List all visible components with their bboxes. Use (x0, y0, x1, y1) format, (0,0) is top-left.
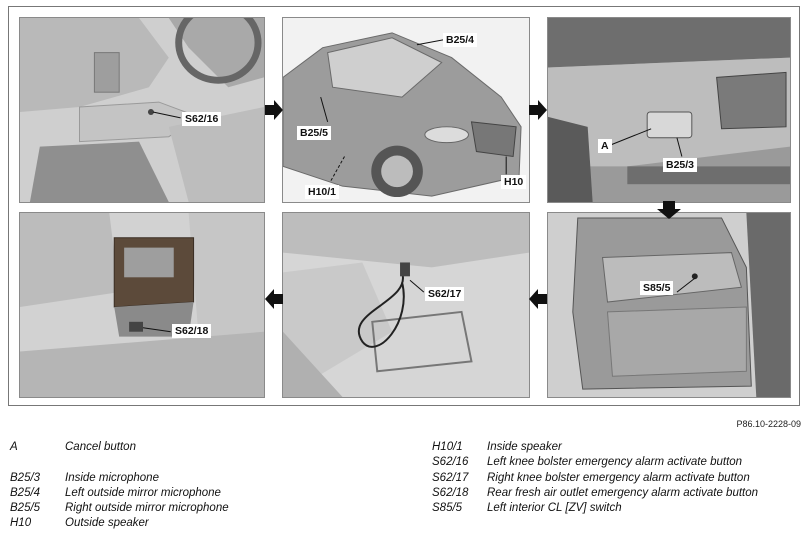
legend-code: S62/17 (432, 472, 469, 484)
legend-description: Inside speaker (487, 441, 562, 453)
callout-s85-5: S85/5 (640, 281, 674, 295)
vehicle-exterior-illustration (283, 18, 529, 202)
legend-description: Outside speaker (65, 517, 149, 529)
driver-footwell-illustration (20, 18, 264, 202)
callout-b25-4: B25/4 (443, 33, 478, 47)
flow-arrow-right-1 (265, 100, 283, 120)
flow-arrow-down (657, 201, 681, 219)
legend-code: B25/5 (10, 502, 41, 514)
panel-rear-console: S62/18 (19, 212, 265, 398)
legend-description: Left interior CL [ZV] switch (487, 502, 622, 514)
legend-right: H10/1 Inside speaker S62/16 Left knee bo… (432, 440, 807, 535)
panel-driver-footwell: S62/16 (19, 17, 265, 203)
legend-code: B25/3 (10, 472, 41, 484)
panel-passenger-footwell: S62/17 (282, 212, 530, 398)
legend-code: S62/16 (432, 456, 469, 468)
flow-arrow-right-2 (529, 100, 547, 120)
panel-vehicle-exterior: B25/4 B25/5 H10/1 H10 (282, 17, 530, 203)
legend-code: B25/4 (10, 487, 41, 499)
legend-code: A (10, 441, 18, 453)
callout-s62-17: S62/17 (425, 287, 465, 301)
legend-description: Rear fresh air outlet emergency alarm ac… (487, 487, 759, 499)
legend-description: Inside microphone (65, 472, 159, 484)
legend-description: Left knee bolster emergency alarm activa… (487, 456, 743, 468)
callout-b25-3: B25/3 (663, 158, 698, 172)
legend-description: Right knee bolster emergency alarm activ… (487, 472, 750, 484)
flow-arrow-left-2 (265, 289, 283, 309)
legend-code: S85/5 (432, 502, 463, 514)
legend-code: H10 (10, 517, 32, 529)
callout-a-cancel-button: A (598, 139, 612, 153)
legend-description: Left outside mirror microphone (65, 487, 221, 499)
overhead-console-illustration (548, 18, 790, 202)
callout-s62-18: S62/18 (172, 324, 212, 338)
panel-driver-door: S85/5 (547, 212, 791, 398)
flow-arrow-left-1 (529, 289, 547, 309)
figure-reference-id: P86.10-2228-09 (736, 419, 801, 429)
legend-code: H10/1 (432, 441, 463, 453)
panel-overhead-console: A B25/3 (547, 17, 791, 203)
legend-description: Right outside mirror microphone (65, 502, 229, 514)
rear-console-illustration (20, 213, 264, 397)
legend-code: S62/18 (432, 487, 469, 499)
callout-h10-1: H10/1 (305, 185, 340, 199)
callout-b25-5: B25/5 (297, 126, 332, 140)
driver-door-illustration (548, 213, 790, 397)
figure-frame: S62/16 B25/4 B25/5 H10/1 H10 (8, 6, 800, 406)
callout-s62-16: S62/16 (182, 112, 222, 126)
passenger-footwell-illustration (283, 213, 529, 397)
callout-h10: H10 (501, 175, 527, 189)
legend-description: Cancel button (65, 441, 136, 453)
legend-left: A Cancel button B25/3 Inside microphone … (10, 440, 410, 535)
